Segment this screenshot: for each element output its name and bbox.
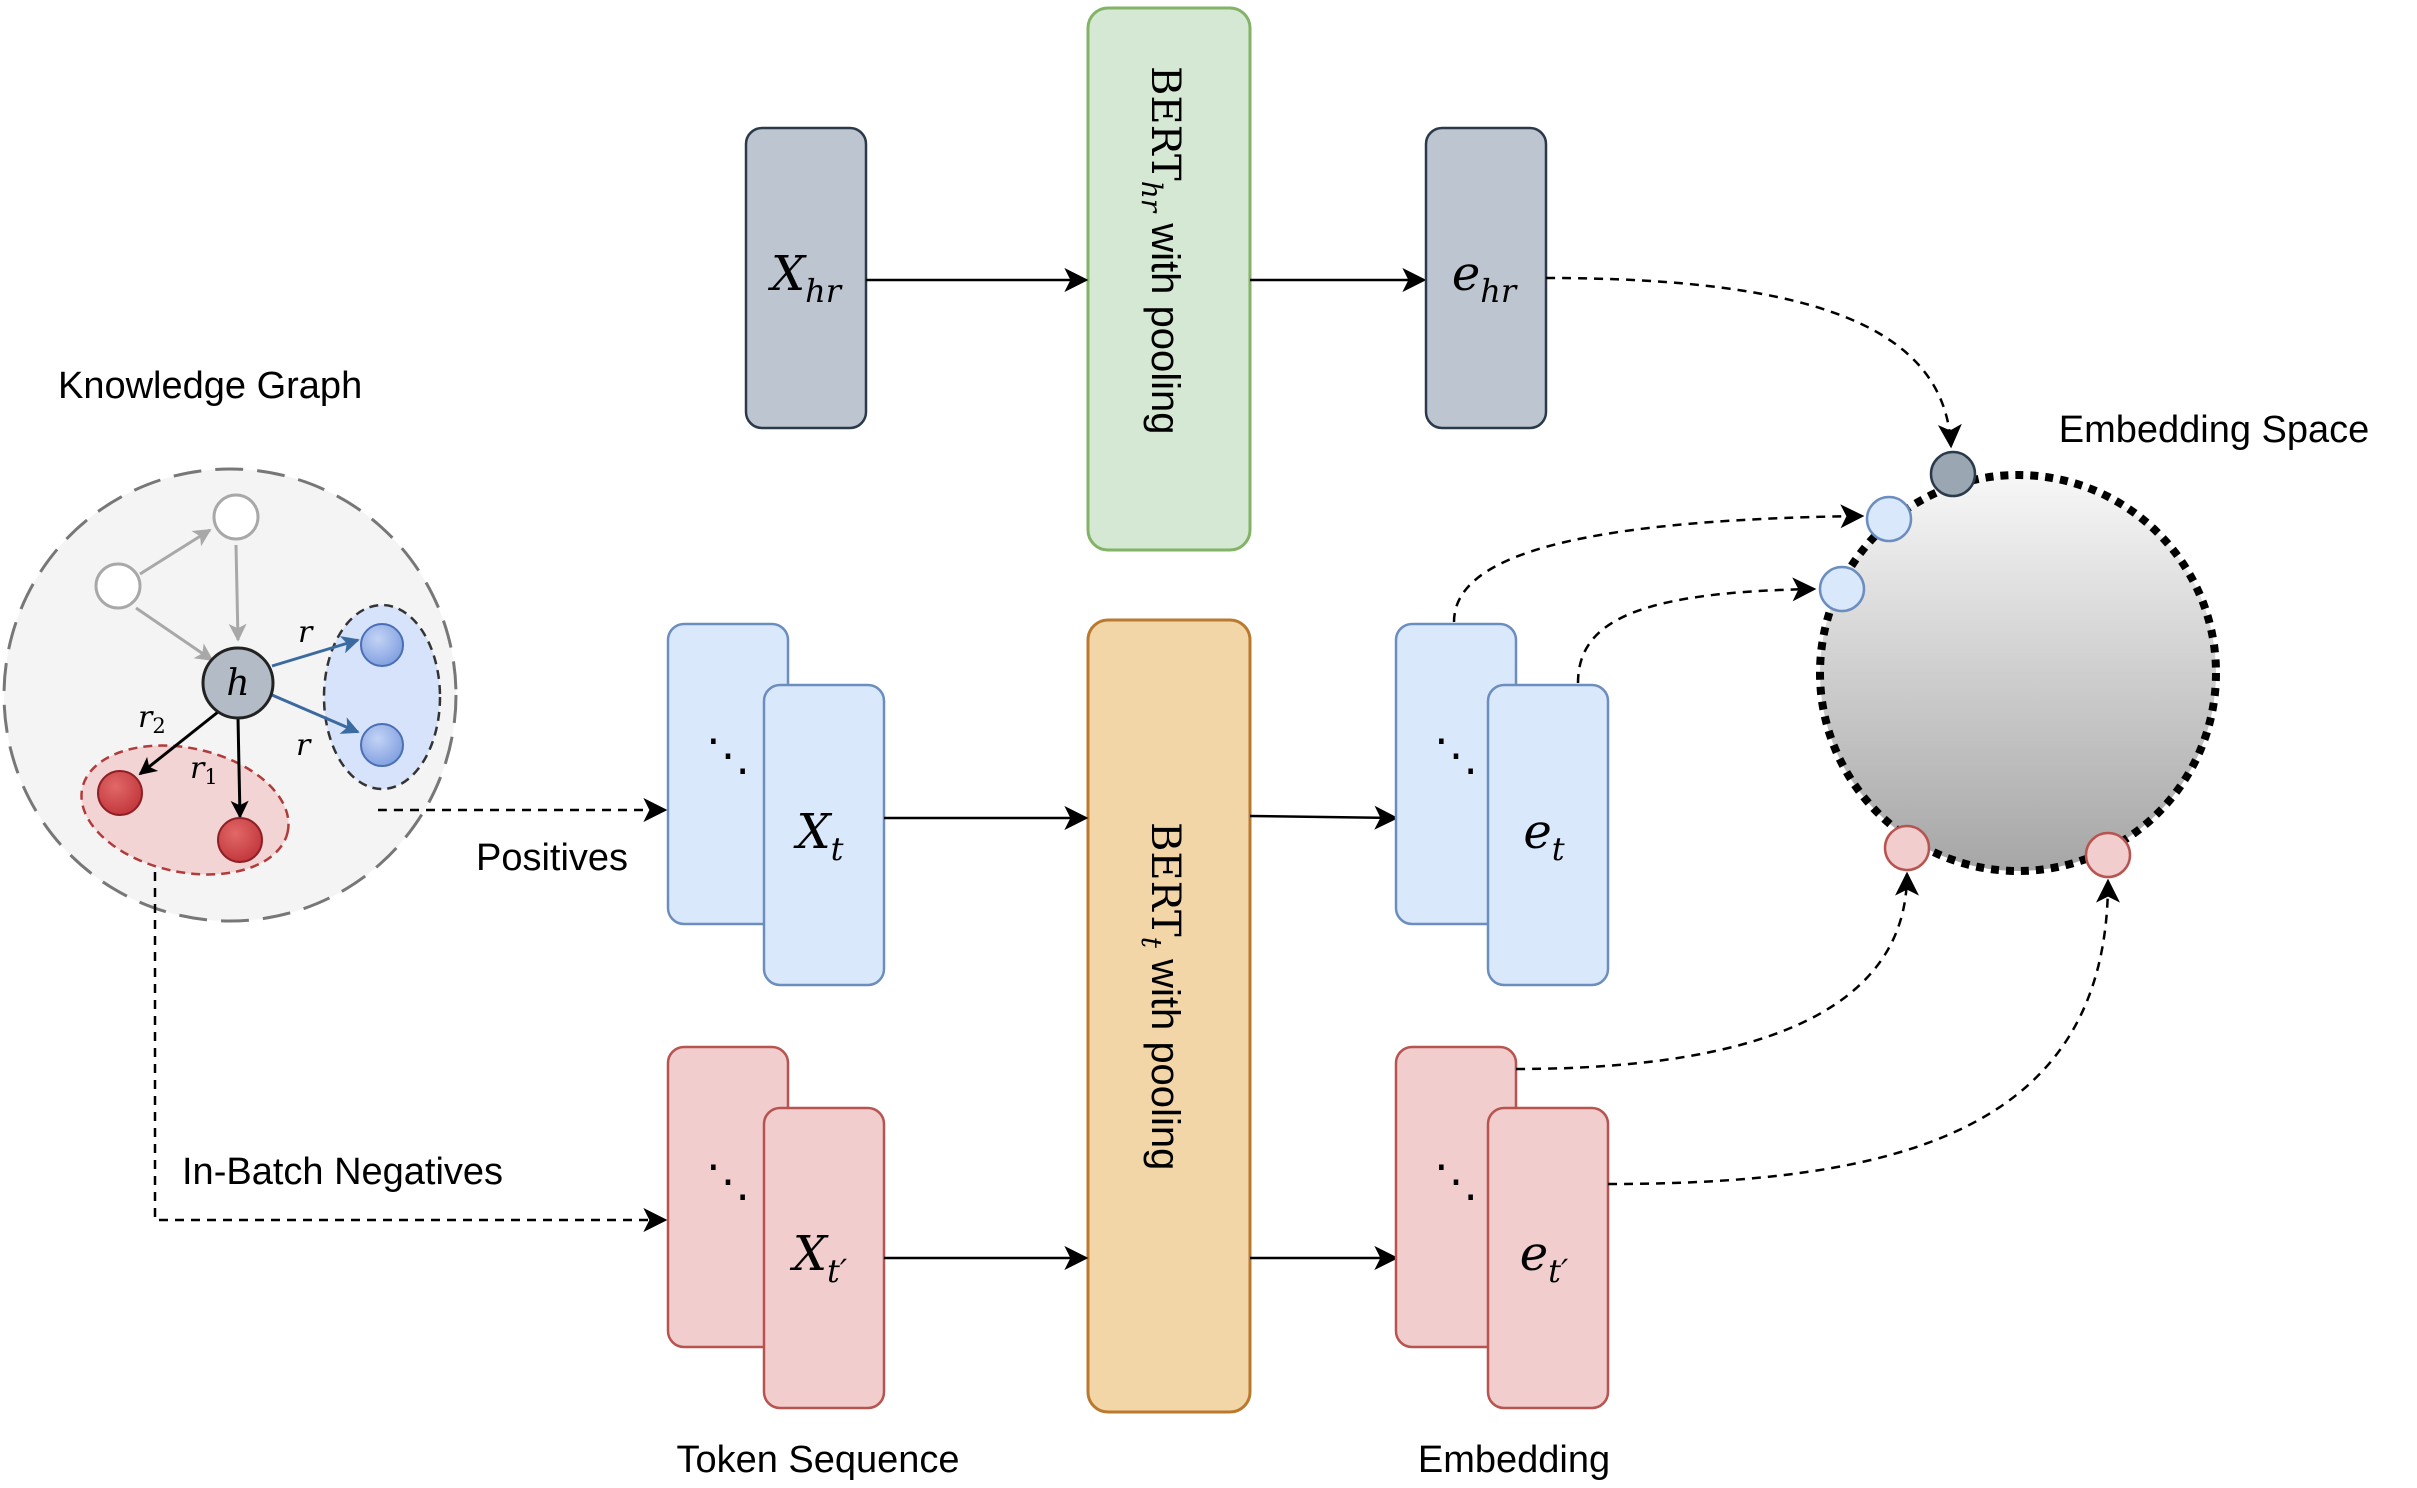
e-t-ellipsis: ⋱ bbox=[1434, 730, 1478, 781]
positive-edge bbox=[271, 693, 360, 734]
embedding-label: Embedding bbox=[1418, 1439, 1610, 1481]
output-e-hr: ehr bbox=[1424, 126, 1548, 430]
e-hr-label: ehr bbox=[1452, 246, 1518, 310]
x-t-ellipsis: ⋱ bbox=[706, 730, 750, 781]
positive-node bbox=[360, 723, 404, 767]
hr-embedding-point bbox=[1929, 450, 1977, 498]
x-hr-block bbox=[744, 126, 868, 430]
embedding-space: Embedding Space bbox=[1816, 409, 2370, 879]
context-edge bbox=[228, 544, 247, 642]
etp-back-to-space-arrow bbox=[1515, 871, 1919, 1071]
et-front-to-space-arrow bbox=[1576, 577, 1817, 684]
negative-embedding-point bbox=[2084, 831, 2132, 879]
x-tp-label: Xt′ bbox=[789, 1226, 848, 1290]
output-e-t: ⋱ et bbox=[1394, 622, 1610, 987]
head-node bbox=[201, 646, 275, 720]
negative-edge bbox=[230, 717, 249, 819]
knowledge-graph-label: Knowledge Graph bbox=[58, 365, 362, 407]
context-node bbox=[94, 562, 142, 610]
relation-label-r2: r2 bbox=[138, 700, 166, 738]
head-node-label: h bbox=[226, 663, 249, 704]
context-node bbox=[212, 493, 260, 541]
relation-label-r: r bbox=[298, 615, 314, 650]
ehr-to-space-arrow bbox=[1545, 276, 1962, 449]
positives-label: Positives bbox=[476, 837, 628, 879]
in-batch-negatives-label: In-Batch Negatives bbox=[182, 1151, 503, 1193]
knowledge-graph: Knowledge Graph h r r r2 r1 bbox=[2, 365, 458, 923]
input-x-t: ⋱ Xt bbox=[666, 622, 886, 987]
input-x-tp: ⋱ Xt′ bbox=[666, 1045, 886, 1410]
e-t-front-block bbox=[1486, 683, 1610, 987]
e-tp-front-block bbox=[1486, 1106, 1610, 1410]
bert-t-block bbox=[1086, 618, 1252, 1414]
negative-edge bbox=[138, 710, 219, 776]
x-t-label: Xt bbox=[792, 804, 843, 868]
output-e-tp: ⋱ et′ bbox=[1394, 1045, 1610, 1410]
e-t-label: et bbox=[1523, 804, 1564, 868]
relation-label-r1: r1 bbox=[190, 751, 218, 789]
e-tp-label: et′ bbox=[1520, 1226, 1569, 1290]
context-edge bbox=[135, 606, 214, 662]
arrow-bert-to-et bbox=[1249, 805, 1399, 830]
x-t-front-block bbox=[762, 683, 886, 987]
bert-hr-label: BERThr with pooling bbox=[1135, 66, 1188, 434]
negative-embedding-point bbox=[1883, 824, 1931, 872]
positive-node bbox=[360, 623, 404, 667]
positive-edge bbox=[271, 636, 360, 668]
negative-node bbox=[97, 770, 143, 816]
embedding-space-label: Embedding Space bbox=[2059, 409, 2370, 451]
et-back-to-space-arrow bbox=[1452, 504, 1865, 623]
encoder-bert-hr: BERThr with pooling bbox=[1086, 6, 1252, 552]
positive-embedding-point bbox=[1818, 565, 1866, 613]
positive-embedding-point bbox=[1865, 495, 1913, 543]
x-hr-label: Xhr bbox=[767, 246, 843, 310]
encoder-bert-t: BERTt with pooling bbox=[1086, 618, 1252, 1414]
negatives-arrow bbox=[153, 872, 668, 1232]
embedding-sphere bbox=[1816, 471, 2220, 875]
e-tp-ellipsis: ⋱ bbox=[1434, 1156, 1478, 1207]
etp-front-to-space-arrow bbox=[1607, 878, 2120, 1186]
token-sequence-label: Token Sequence bbox=[676, 1439, 959, 1481]
bert-t-label: BERTt with pooling bbox=[1135, 822, 1188, 1170]
relation-label-r: r bbox=[296, 728, 312, 763]
negative-node bbox=[217, 817, 263, 863]
input-x-hr: Xhr bbox=[744, 126, 868, 430]
x-tp-ellipsis: ⋱ bbox=[706, 1156, 750, 1207]
context-edge bbox=[139, 528, 212, 576]
